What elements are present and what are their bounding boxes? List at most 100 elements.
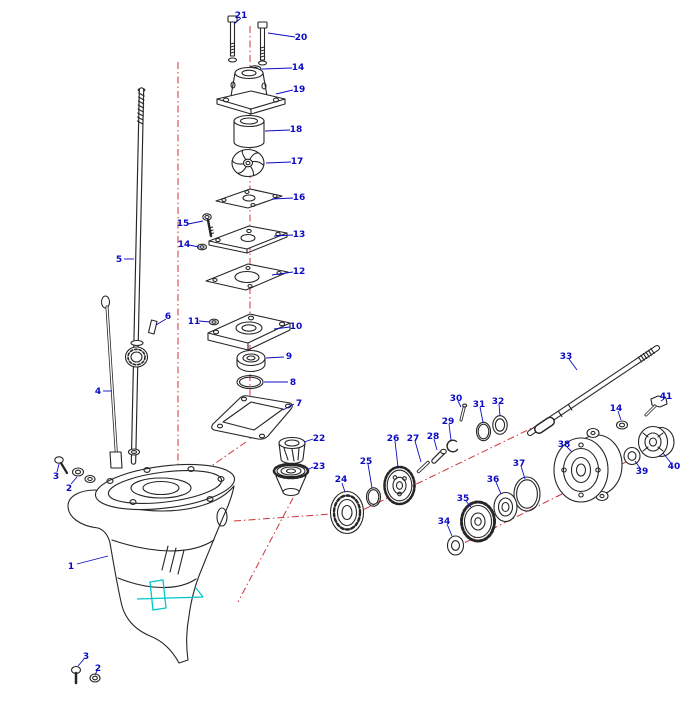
- callout-number[interactable]: 14: [178, 240, 191, 250]
- callout-29[interactable]: 29: [442, 417, 455, 441]
- callout-number[interactable]: 4: [95, 387, 101, 397]
- callout-number[interactable]: 22: [313, 434, 326, 444]
- callout-number[interactable]: 21: [235, 11, 248, 21]
- callout-17[interactable]: 17: [265, 157, 304, 167]
- callout-21[interactable]: 21: [233, 11, 248, 25]
- callout-number[interactable]: 9: [286, 352, 292, 362]
- callout-24[interactable]: 24: [335, 475, 348, 493]
- callout-number[interactable]: 39: [636, 467, 649, 477]
- callout-leader-line: [568, 358, 578, 371]
- callout-number[interactable]: 29: [442, 417, 455, 427]
- callout-10[interactable]: 10: [273, 322, 303, 332]
- callout-11[interactable]: 11: [188, 317, 211, 327]
- callout-number[interactable]: 32: [492, 397, 505, 407]
- part-gasket-upper: [215, 188, 283, 209]
- callout-number[interactable]: 28: [427, 432, 440, 442]
- callout-number[interactable]: 11: [188, 317, 201, 327]
- callout-3[interactable]: 3: [53, 463, 60, 482]
- callout-number[interactable]: 33: [560, 352, 573, 362]
- callout-number[interactable]: 5: [116, 255, 122, 265]
- callout-number[interactable]: 24: [335, 475, 348, 485]
- callout-number[interactable]: 10: [290, 322, 303, 332]
- callout-number[interactable]: 2: [95, 664, 101, 674]
- callout-23[interactable]: 23: [306, 462, 326, 472]
- highlight-anode: [136, 579, 204, 611]
- callout-number[interactable]: 3: [53, 472, 59, 482]
- callout-number[interactable]: 35: [457, 494, 470, 504]
- callout-35[interactable]: 35: [457, 494, 472, 508]
- callout-number[interactable]: 27: [407, 434, 420, 444]
- callout-9[interactable]: 9: [265, 352, 292, 362]
- callout-5[interactable]: 5: [116, 255, 134, 265]
- callout-number[interactable]: 34: [438, 517, 451, 527]
- callout-33[interactable]: 33: [560, 352, 578, 371]
- callout-number[interactable]: 16: [293, 193, 306, 203]
- callout-37[interactable]: 37: [513, 459, 526, 480]
- callout-8[interactable]: 8: [264, 378, 296, 388]
- callout-number[interactable]: 36: [487, 475, 500, 485]
- callout-20[interactable]: 20: [267, 32, 308, 43]
- callout-number[interactable]: 15: [177, 219, 190, 229]
- axis-case-to-bearing: [233, 513, 333, 522]
- callout-number[interactable]: 18: [290, 125, 303, 135]
- callout-number[interactable]: 26: [387, 434, 400, 444]
- callout-number[interactable]: 13: [293, 230, 306, 240]
- callout-number[interactable]: 2: [66, 484, 72, 494]
- callout-1[interactable]: 1: [68, 555, 109, 572]
- callout-number[interactable]: 20: [295, 33, 308, 43]
- callout-2[interactable]: 2: [66, 476, 78, 494]
- callout-number[interactable]: 37: [513, 459, 526, 469]
- callout-number[interactable]: 41: [660, 392, 673, 402]
- callout-41[interactable]: 41: [660, 392, 673, 402]
- callout-number[interactable]: 14: [292, 63, 305, 73]
- callout-26[interactable]: 26: [387, 434, 400, 468]
- part-reverse-gear: [460, 500, 496, 543]
- callout-22[interactable]: 22: [303, 434, 326, 444]
- callout-leader-line: [520, 465, 526, 480]
- callout-13[interactable]: 13: [273, 230, 306, 240]
- callout-number[interactable]: 38: [558, 440, 571, 450]
- callout-16[interactable]: 16: [271, 193, 306, 203]
- callout-number[interactable]: 17: [291, 157, 304, 167]
- callout-12[interactable]: 12: [271, 267, 306, 277]
- callout-34[interactable]: 34: [438, 517, 453, 537]
- callout-number[interactable]: 1: [68, 562, 74, 572]
- callout-number[interactable]: 7: [296, 399, 302, 409]
- callout-6[interactable]: 6: [155, 312, 171, 326]
- callout-number[interactable]: 19: [293, 85, 306, 95]
- callout-number[interactable]: 31: [473, 400, 486, 410]
- callout-number[interactable]: 6: [165, 312, 171, 322]
- callout-40[interactable]: 40: [662, 452, 681, 472]
- callout-3[interactable]: 3: [77, 652, 89, 667]
- callout-27[interactable]: 27: [407, 434, 422, 463]
- callout-28[interactable]: 28: [427, 432, 440, 451]
- callout-2[interactable]: 2: [94, 664, 101, 676]
- callout-number[interactable]: 12: [293, 267, 306, 277]
- callout-number[interactable]: 3: [83, 652, 89, 662]
- callout-number[interactable]: 8: [290, 378, 296, 388]
- callout-4[interactable]: 4: [95, 387, 112, 397]
- callout-14[interactable]: 14: [261, 63, 305, 73]
- callout-14[interactable]: 14: [178, 240, 200, 250]
- callout-32[interactable]: 32: [492, 397, 505, 417]
- callout-18[interactable]: 18: [264, 125, 303, 135]
- callout-number[interactable]: 23: [313, 462, 326, 472]
- callout-39[interactable]: 39: [634, 460, 649, 477]
- callout-number[interactable]: 40: [668, 462, 681, 472]
- callout-38[interactable]: 38: [558, 440, 573, 453]
- callout-leader-line: [265, 356, 285, 359]
- part-spring-ring: [492, 415, 508, 435]
- callout-31[interactable]: 31: [473, 400, 486, 423]
- callout-leader-line: [448, 423, 452, 441]
- callout-36[interactable]: 36: [487, 475, 502, 495]
- callout-14[interactable]: 14: [610, 404, 623, 421]
- callout-7[interactable]: 7: [282, 399, 302, 411]
- callout-number[interactable]: 25: [360, 457, 373, 467]
- callout-number[interactable]: 14: [610, 404, 623, 414]
- callout-30[interactable]: 30: [450, 394, 463, 408]
- callout-25[interactable]: 25: [360, 457, 373, 489]
- callout-number[interactable]: 30: [450, 394, 463, 404]
- callout-19[interactable]: 19: [275, 85, 306, 95]
- callout-15[interactable]: 15: [177, 219, 204, 229]
